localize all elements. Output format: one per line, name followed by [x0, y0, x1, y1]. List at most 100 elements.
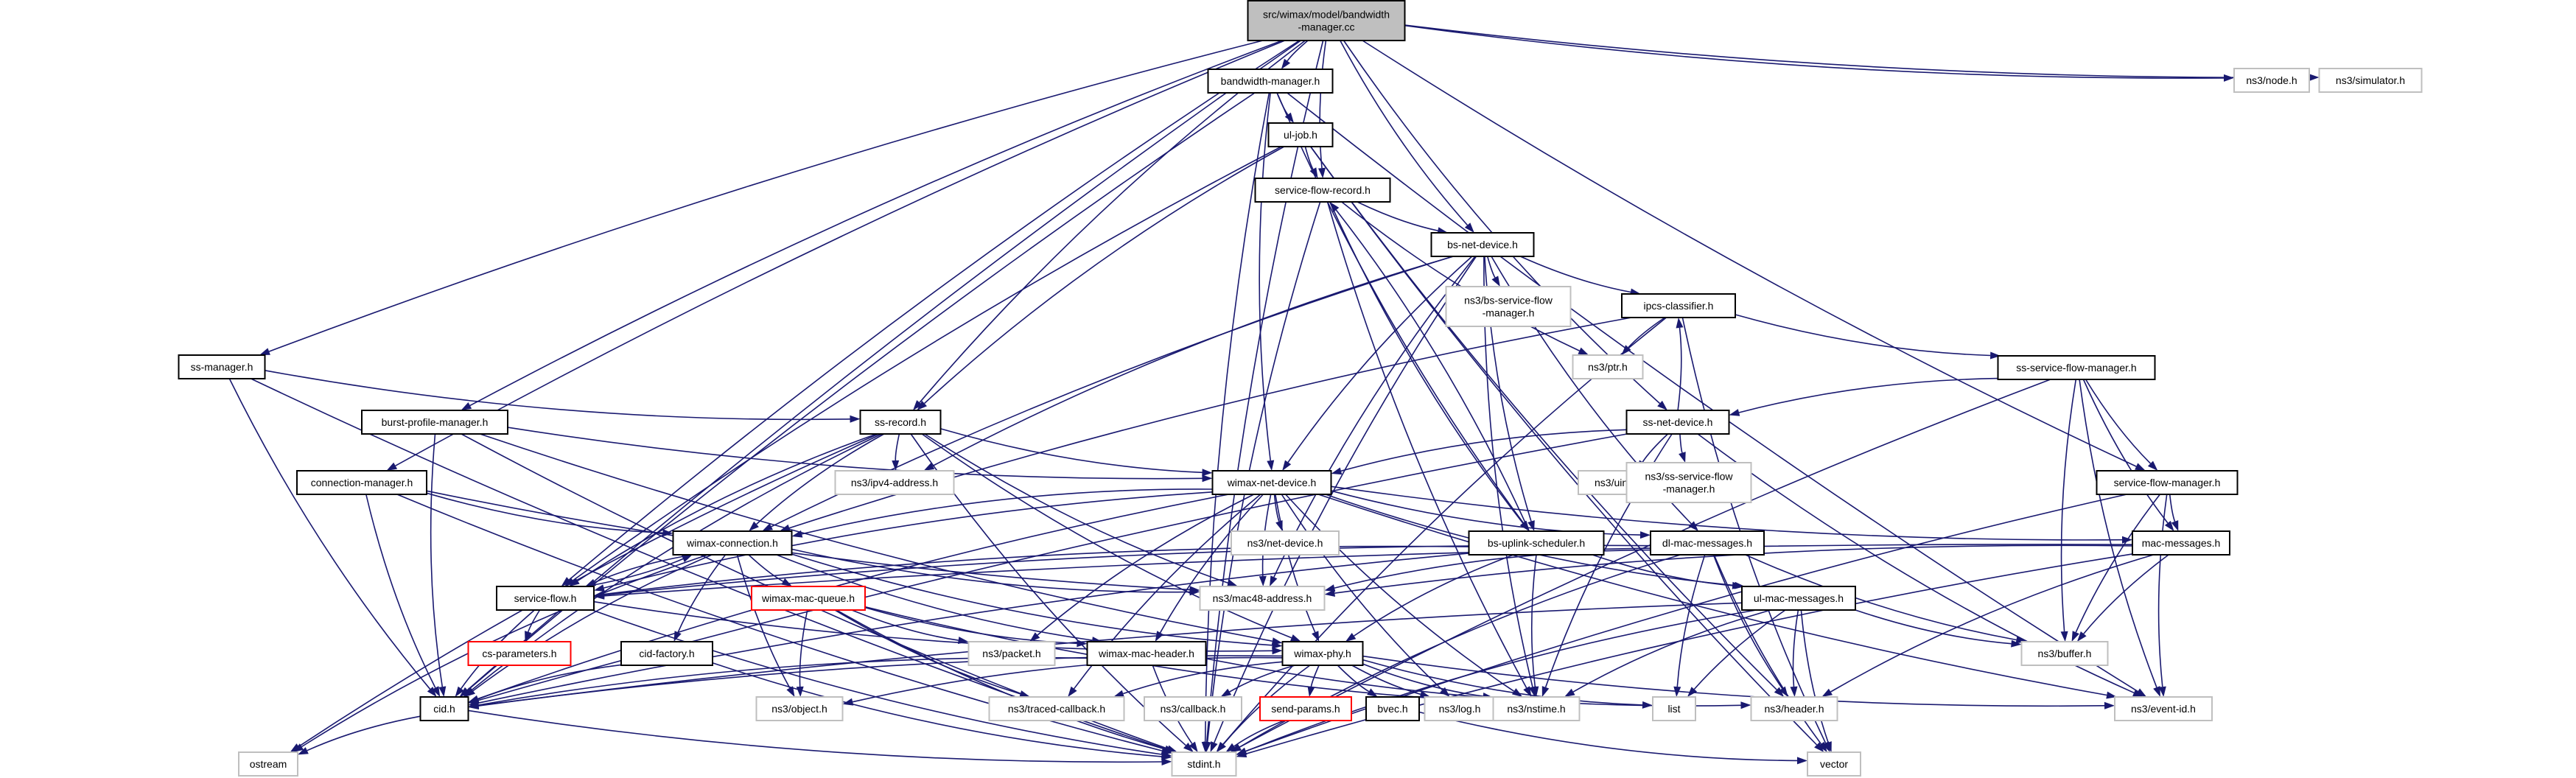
node-sssfm[interactable]: ss-service-flow-manager.h: [1997, 355, 2156, 380]
node-ptr: ns3/ptr.h: [1572, 354, 1644, 379]
node-box: [296, 470, 427, 495]
node-label: ns3/traced-callback.h: [1008, 703, 1105, 715]
arrowhead-icon: [468, 702, 479, 709]
node-packet: ns3/packet.h: [967, 641, 1056, 666]
node-wnd[interactable]: wimax-net-device.h: [1211, 470, 1332, 495]
node-dlmm[interactable]: dl-mac-messages.h: [1650, 530, 1765, 556]
node-box: [755, 696, 844, 721]
node-box: [178, 354, 266, 379]
arrowhead-icon: [923, 463, 935, 471]
node-sfr[interactable]: service-flow-record.h: [1254, 178, 1391, 203]
node-uljob[interactable]: ul-job.h: [1267, 122, 1334, 147]
edge-cmgr-to-wconn: [426, 492, 663, 534]
edge-sfr-to-ptr: [1341, 201, 1580, 351]
node-wmq[interactable]: wimax-mac-queue.h: [751, 586, 866, 611]
edge-wconn-to-ostream: [301, 554, 708, 748]
node-macmsg[interactable]: mac-messages.h: [2132, 530, 2230, 556]
node-label: cs-parameters.h: [482, 648, 556, 659]
node-ssrec[interactable]: ss-record.h: [859, 410, 942, 435]
node-nssim: ns3/simulator.h: [2318, 68, 2423, 93]
edge-bwm-to-wnd: [1259, 92, 1271, 461]
node-bvec[interactable]: bvec.h: [1365, 696, 1420, 721]
edge-ssrec-to-mac48: [924, 433, 1229, 584]
arrowhead-icon: [525, 631, 532, 642]
node-box: [2020, 641, 2109, 666]
node-root[interactable]: src/wimax/model/bandwidth-manager.cc: [1247, 0, 1406, 41]
edge-cid-to-stdint: [468, 709, 1162, 763]
edge-root-to-sflow: [568, 40, 1300, 581]
arrowhead-icon: [1225, 743, 1236, 752]
node-label: connection-manager.h: [311, 477, 413, 488]
edge-sssfm-to-sfmgr: [2085, 379, 2152, 464]
node-ssmgr[interactable]: ss-manager.h: [178, 354, 266, 379]
node-box: [1267, 122, 1334, 147]
edge-root-to-ssmgr: [268, 40, 1264, 352]
node-label: cid-factory.h: [639, 648, 694, 659]
arrowhead-icon: [1231, 743, 1242, 752]
node-box: [1445, 286, 1572, 327]
edge-ssnd-to-sssfmext: [1679, 433, 1683, 453]
arrowhead-icon: [1824, 741, 1832, 752]
arrowhead-icon: [1564, 688, 1575, 697]
edge-dlmm-to-buffer: [1745, 554, 2017, 641]
node-label: ns3/ss-service-flow: [1645, 471, 1733, 483]
node-box: [2114, 696, 2213, 721]
node-ulmm[interactable]: ul-mac-messages.h: [1741, 586, 1856, 611]
edge-wnd-to-nstime: [1285, 494, 1515, 692]
edge-cid-to-ostream: [307, 715, 421, 751]
arrowhead-icon: [2171, 520, 2179, 531]
node-ssnd[interactable]: ss-net-device.h: [1625, 410, 1730, 435]
node-cb: ns3/callback.h: [1144, 696, 1242, 721]
arrowhead-icon: [1491, 276, 1500, 287]
arrowhead-icon: [850, 415, 861, 423]
node-sendp[interactable]: send-params.h: [1259, 696, 1352, 721]
node-label: wimax-mac-header.h: [1098, 648, 1194, 659]
edge-cidf-to-cid: [477, 664, 622, 700]
node-label: ns3/node.h: [2246, 74, 2297, 86]
edge-sflow-to-csp: [528, 609, 541, 632]
arrowhead-icon: [1367, 688, 1378, 697]
node-cidf[interactable]: cid-factory.h: [620, 641, 713, 666]
edge-sfmgr-to-eventid: [2157, 494, 2168, 687]
edge-sfr-to-bsnd: [1357, 201, 1438, 231]
edge-bsnd-to-bssfm: [1486, 256, 1496, 278]
edge-wphy-to-log: [1351, 665, 1421, 695]
edge-sfmgr-to-buffer: [2075, 494, 2161, 633]
node-sfmgr[interactable]: service-flow-manager.h: [2096, 470, 2239, 495]
node-bpm[interactable]: burst-profile-manager.h: [361, 410, 508, 435]
arrowhead-icon: [1270, 575, 1278, 586]
node-bsnd[interactable]: bs-net-device.h: [1430, 232, 1535, 257]
edge-wphy-to-list: [1362, 659, 1643, 706]
node-box: [1572, 354, 1644, 379]
arrowhead-icon: [594, 584, 605, 592]
edge-macmsg-to-header: [1830, 554, 2154, 693]
edge-wphy-to-sendp: [1310, 665, 1320, 687]
node-label: ns3/bs-service-flow: [1464, 295, 1553, 306]
node-wconn[interactable]: wimax-connection.h: [672, 530, 793, 556]
edge-sfmgr-to-macmsg: [2169, 494, 2176, 522]
node-sflow[interactable]: service-flow.h: [496, 586, 595, 611]
node-cmgr[interactable]: connection-manager.h: [296, 470, 427, 495]
edge-sssfm-to-macmsg: [2082, 379, 2169, 524]
node-label: wimax-phy.h: [1293, 648, 1351, 659]
node-label: ns3/event-id.h: [2131, 703, 2196, 715]
node-wmh[interactable]: wimax-mac-header.h: [1086, 641, 1207, 666]
edge-wmq-to-tcb: [834, 609, 1021, 695]
arrowhead-icon: [1519, 520, 1530, 531]
node-label: mac-messages.h: [2142, 537, 2221, 549]
arrowhead-icon: [1541, 686, 1550, 697]
arrowhead-icon: [1161, 752, 1172, 760]
edge-wphy-to-cb: [1229, 665, 1295, 693]
node-bwm[interactable]: bandwidth-manager.h: [1207, 69, 1334, 94]
node-wphy[interactable]: wimax-phy.h: [1281, 641, 1364, 666]
node-cid[interactable]: cid.h: [419, 696, 469, 721]
node-ipcs[interactable]: ipcs-classifier.h: [1621, 293, 1736, 318]
arrowhead-icon: [1523, 686, 1532, 697]
edge-sflow-to-wconn: [585, 558, 684, 587]
edge-wnd-to-macmsg: [1331, 486, 2123, 541]
edge-ssrec-to-ostream: [298, 433, 879, 747]
edge-bsus-to-nstime: [1530, 554, 1537, 687]
arrowhead-icon: [1217, 742, 1226, 752]
node-bsus[interactable]: bs-uplink-scheduler.h: [1468, 530, 1605, 556]
node-csp[interactable]: cs-parameters.h: [467, 641, 572, 666]
